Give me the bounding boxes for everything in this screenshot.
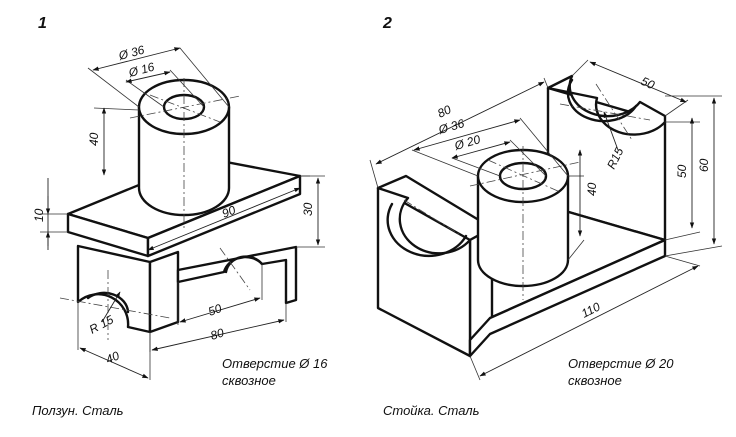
dim-fig1-plate-length: 90 <box>220 203 238 221</box>
dim-fig2-height: 60 <box>697 158 711 172</box>
figure-2-caption: Стойка. Сталь <box>383 403 480 418</box>
dim-fig1-d-inner: Ø 16 <box>126 60 156 81</box>
fig1-hole-note-line1: Отверстие Ø 16 <box>222 356 328 371</box>
fig1-hole-note-line2: сквозное <box>222 373 276 388</box>
dim-fig2-base-length: 110 <box>579 299 603 320</box>
dim-fig2-length: 80 <box>435 102 453 121</box>
dim-fig2-d-inner: Ø 20 <box>452 132 482 153</box>
figure-2-number: 2 <box>382 15 392 32</box>
figure-1: 1 <box>32 15 328 418</box>
fig2-hole-note-line1: Отверстие Ø 20 <box>568 356 674 371</box>
dim-fig1-depth: 40 <box>104 348 122 366</box>
dim-fig2-inner-height: 50 <box>675 164 689 178</box>
dim-fig1-height: 30 <box>301 202 315 216</box>
dim-fig1-base-length: 80 <box>209 325 226 343</box>
dim-fig2-boss-height: 40 <box>585 182 599 196</box>
dim-fig1-d-outer: Ø 36 <box>116 43 146 64</box>
stand-part <box>376 74 667 358</box>
dim-fig1-slot-width: 50 <box>206 301 224 319</box>
fig2-hole-note-line2: сквозное <box>568 373 622 388</box>
dim-fig1-radius: R 15 <box>87 312 116 336</box>
figure-2-dimensions: 80 Ø 36 Ø 20 50 R15 40 <box>369 59 723 381</box>
figure-2: 2 <box>369 15 723 418</box>
dim-fig1-boss-height: 40 <box>87 132 101 146</box>
dim-fig1-plate-thickness: 10 <box>32 208 46 222</box>
figure-1-caption: Ползун. Сталь <box>32 403 124 418</box>
left-upright-front <box>376 186 472 358</box>
slider-part <box>59 78 302 340</box>
dim-fig2-top-width: 50 <box>639 74 657 92</box>
figure-1-number: 1 <box>38 15 47 32</box>
